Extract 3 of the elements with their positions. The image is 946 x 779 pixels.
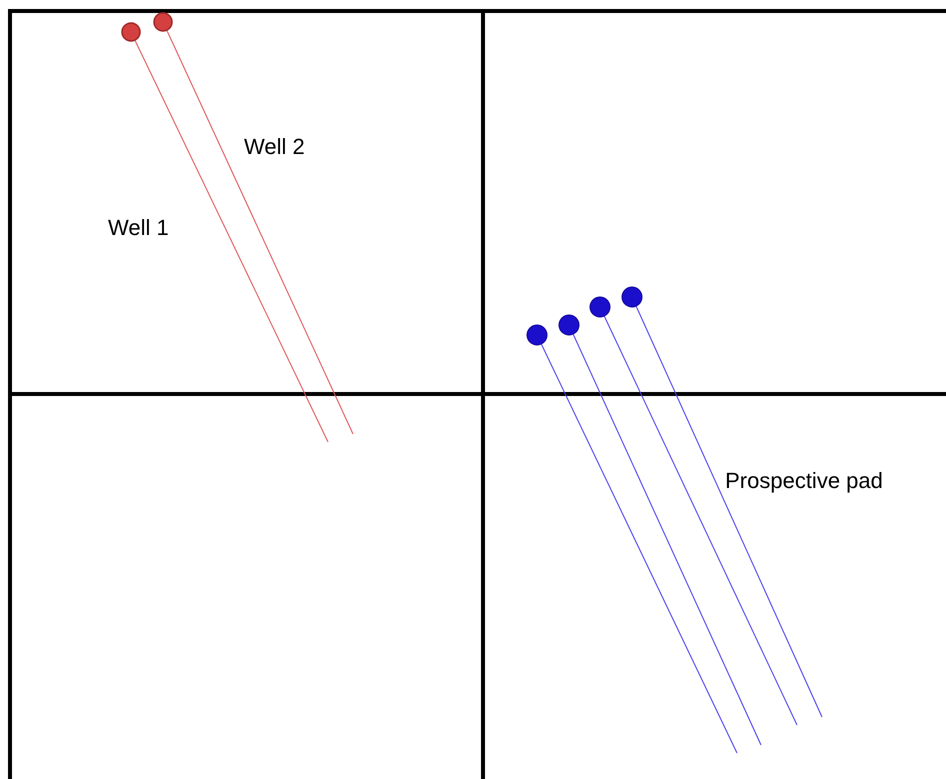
well-label: Well 1	[108, 214, 170, 242]
well-label: Well 2	[244, 133, 306, 161]
well-label: Prospective pad	[724, 467, 884, 495]
